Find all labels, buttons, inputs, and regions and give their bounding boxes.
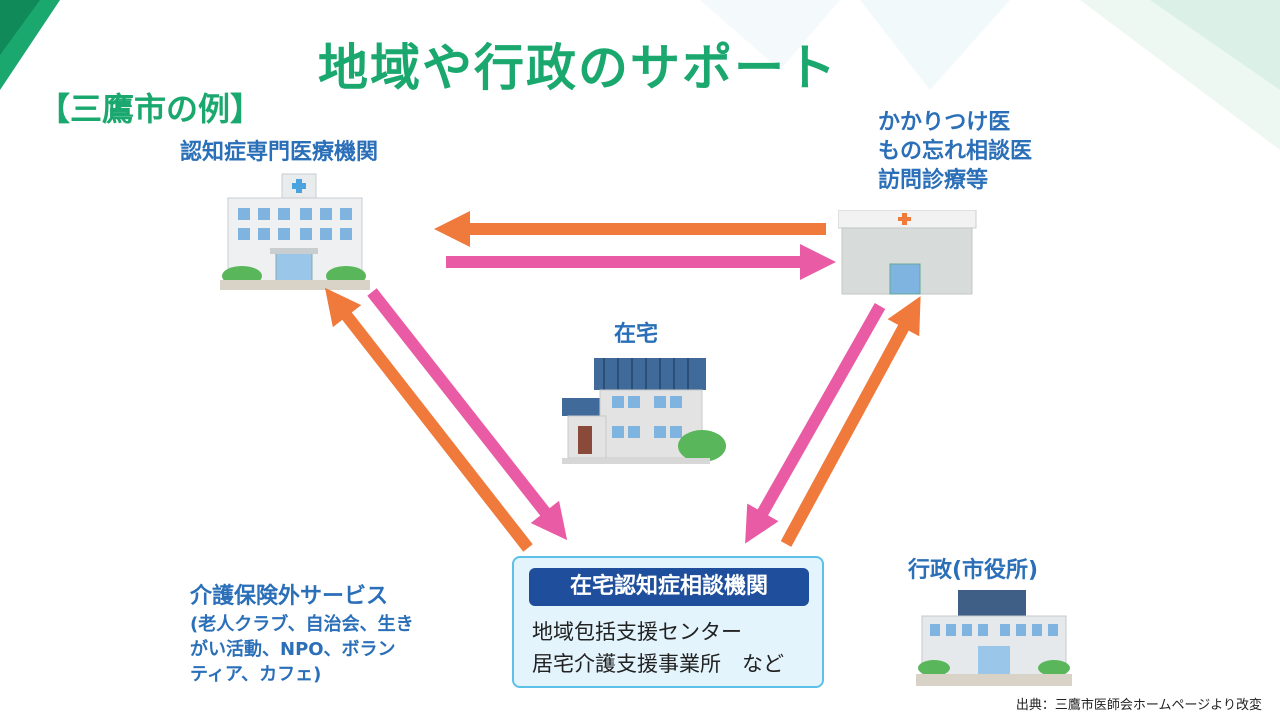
clinic-label-line: 訪問診療等 bbox=[878, 168, 989, 193]
arrow-hospital-to-center bbox=[367, 288, 568, 541]
hospital-label: 認知症専門医療機関 bbox=[180, 140, 379, 165]
clinic-label-line: もの忘れ相談医 bbox=[878, 139, 1033, 164]
consultation-center-line: 居宅介護支援事業所 など bbox=[532, 652, 784, 676]
page-subtitle: 【三鷹市の例】 bbox=[38, 90, 263, 128]
page-title: 地域や行政のサポート bbox=[318, 39, 838, 97]
clinic-label: かかりつけ医 もの忘れ相談医 訪問診療等 bbox=[878, 108, 1032, 195]
clinic-icon bbox=[838, 210, 977, 295]
services-heading: 介護保険外サービス bbox=[190, 584, 389, 609]
clinic-label-line: かかりつけ医 bbox=[878, 110, 1011, 135]
hospital-icon bbox=[220, 173, 370, 290]
arrow-center-to-hospital bbox=[324, 287, 533, 552]
consultation-center-heading: 在宅認知症相談機関 bbox=[529, 568, 809, 606]
home-label: 在宅 bbox=[614, 322, 659, 347]
arrow-clinic-to-center bbox=[745, 303, 886, 544]
services-block: 介護保険外サービス (老人クラブ、自治会、生き がい活動、NPO、ボラン ティア… bbox=[190, 582, 414, 687]
arrow-center-to-clinic bbox=[780, 296, 921, 547]
city-hall-icon bbox=[916, 590, 1072, 686]
services-line: がい活動、NPO、ボラン bbox=[190, 639, 396, 660]
city-hall-label: 行政(市役所) bbox=[908, 558, 1039, 583]
consultation-center-line: 地域包括支援センター bbox=[532, 620, 742, 644]
services-line: (老人クラブ、自治会、生き bbox=[190, 614, 414, 635]
source-note: 出典：三鷹市医師会ホームページより改変 bbox=[1015, 698, 1262, 713]
consultation-center-box: 在宅認知症相談機関 地域包括支援センター 居宅介護支援事業所 など bbox=[512, 556, 824, 688]
services-line: ティア、カフェ) bbox=[190, 664, 322, 685]
house-icon bbox=[562, 358, 726, 464]
